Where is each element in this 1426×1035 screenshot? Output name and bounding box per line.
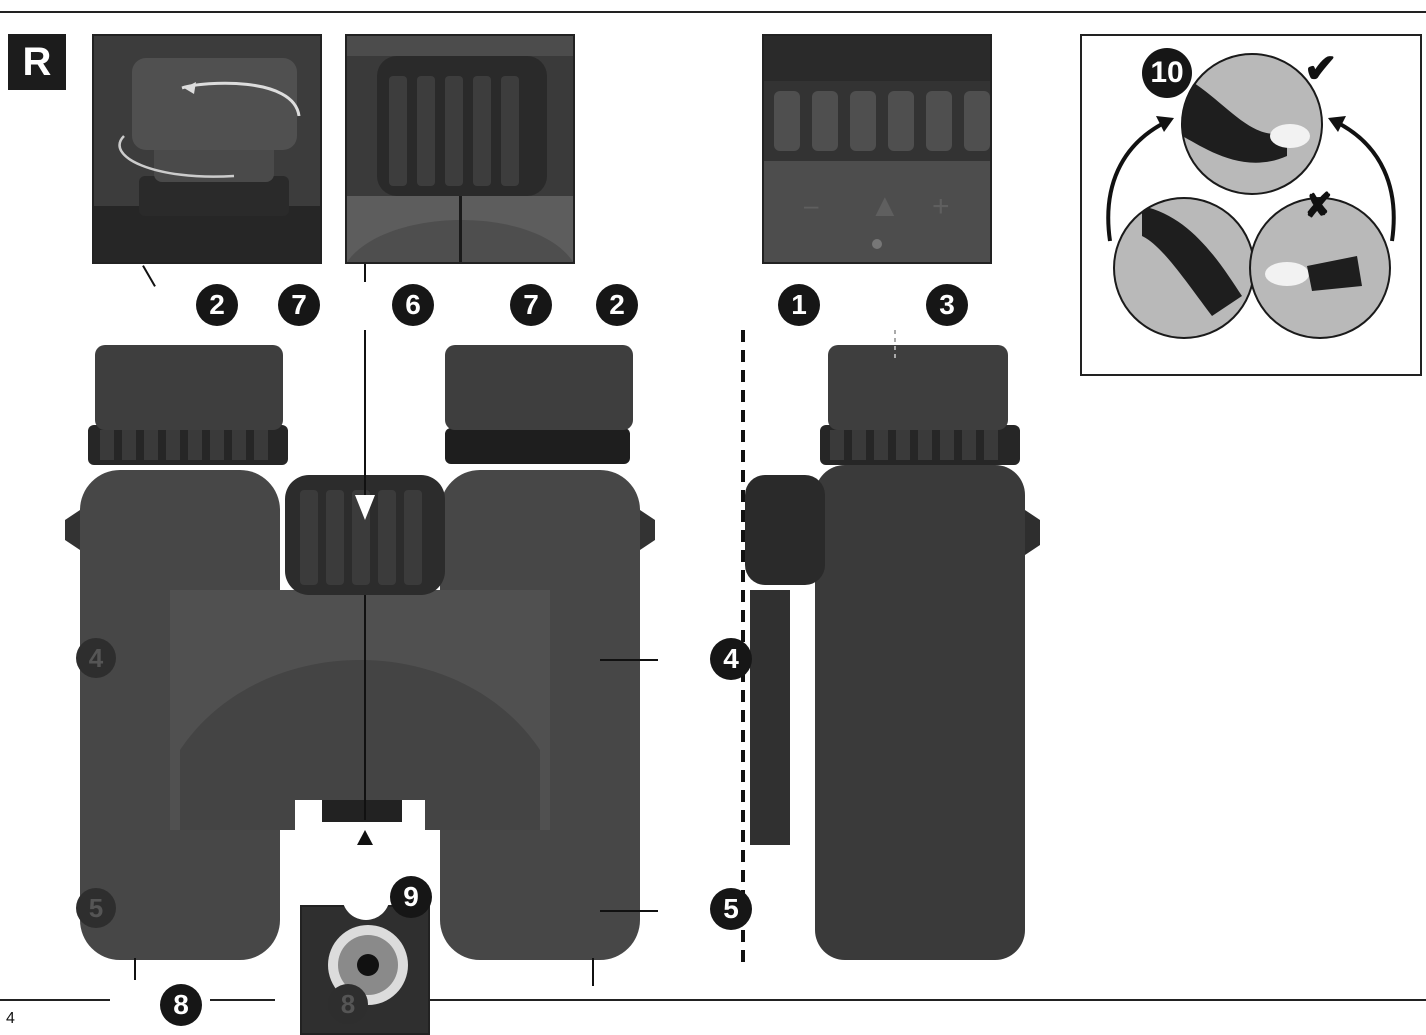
binocular-front-view [65, 330, 655, 970]
leader-strap [600, 659, 658, 661]
callout-diopter-ring: 1 [778, 284, 820, 326]
callout-objective-cap: 8 [328, 984, 368, 1024]
callout-strap-side: 4 [710, 638, 752, 680]
diopter-detail-illustration: – ▲ + [764, 36, 990, 262]
diopter-detail-photo: – ▲ + [762, 34, 992, 264]
focus-wheel-detail-photo [345, 34, 575, 264]
page-number: 4 [6, 1010, 15, 1027]
tripod-cap-circle [342, 872, 390, 920]
bottom-rule-mid [210, 999, 275, 1001]
svg-text:–: – [804, 190, 819, 220]
top-rule [0, 11, 1426, 13]
binocular-side-view [741, 330, 1040, 970]
callout-tripod-cap: 9 [390, 876, 432, 918]
leader-bottom-right [592, 958, 594, 986]
bottom-rule-left [0, 999, 110, 1001]
eyecup-detail-illustration [94, 36, 320, 262]
callout-lens-left: 5 [76, 888, 116, 928]
focus-wheel-detail-illustration [347, 36, 573, 262]
section-label: R [8, 34, 66, 90]
eyecup-detail-photo [92, 34, 322, 264]
callout-diopter-right: 7 [510, 284, 552, 326]
correct-mark: ✔ [1304, 47, 1338, 91]
svg-text:▲: ▲ [869, 187, 901, 223]
callout-strap-left: 4 [76, 638, 116, 678]
callout-eyecup-left: 2 [196, 284, 238, 326]
callout-objective-bottom: 8 [160, 984, 202, 1026]
callout-eyecup-right: 2 [596, 284, 638, 326]
leader-bottom-left [134, 958, 136, 980]
leader-lens [600, 910, 658, 912]
bottom-rule-right [430, 999, 1426, 1001]
leader-focus [364, 264, 366, 282]
callout-lens-side: 5 [710, 888, 752, 930]
objective-cap-photo [300, 905, 430, 1035]
alignment-inset: 10 ✔ ✘ [1080, 34, 1422, 376]
leader-eyecup-left [142, 265, 156, 287]
incorrect-mark: ✘ [1304, 187, 1333, 225]
callout-diopter-left: 7 [278, 284, 320, 326]
svg-text:+: + [932, 190, 950, 223]
callout-diopter-scale: 3 [926, 284, 968, 326]
callout-focus-wheel: 6 [392, 284, 434, 326]
alignment-illustration [1106, 53, 1396, 339]
callout-alignment: 10 [1142, 48, 1192, 98]
